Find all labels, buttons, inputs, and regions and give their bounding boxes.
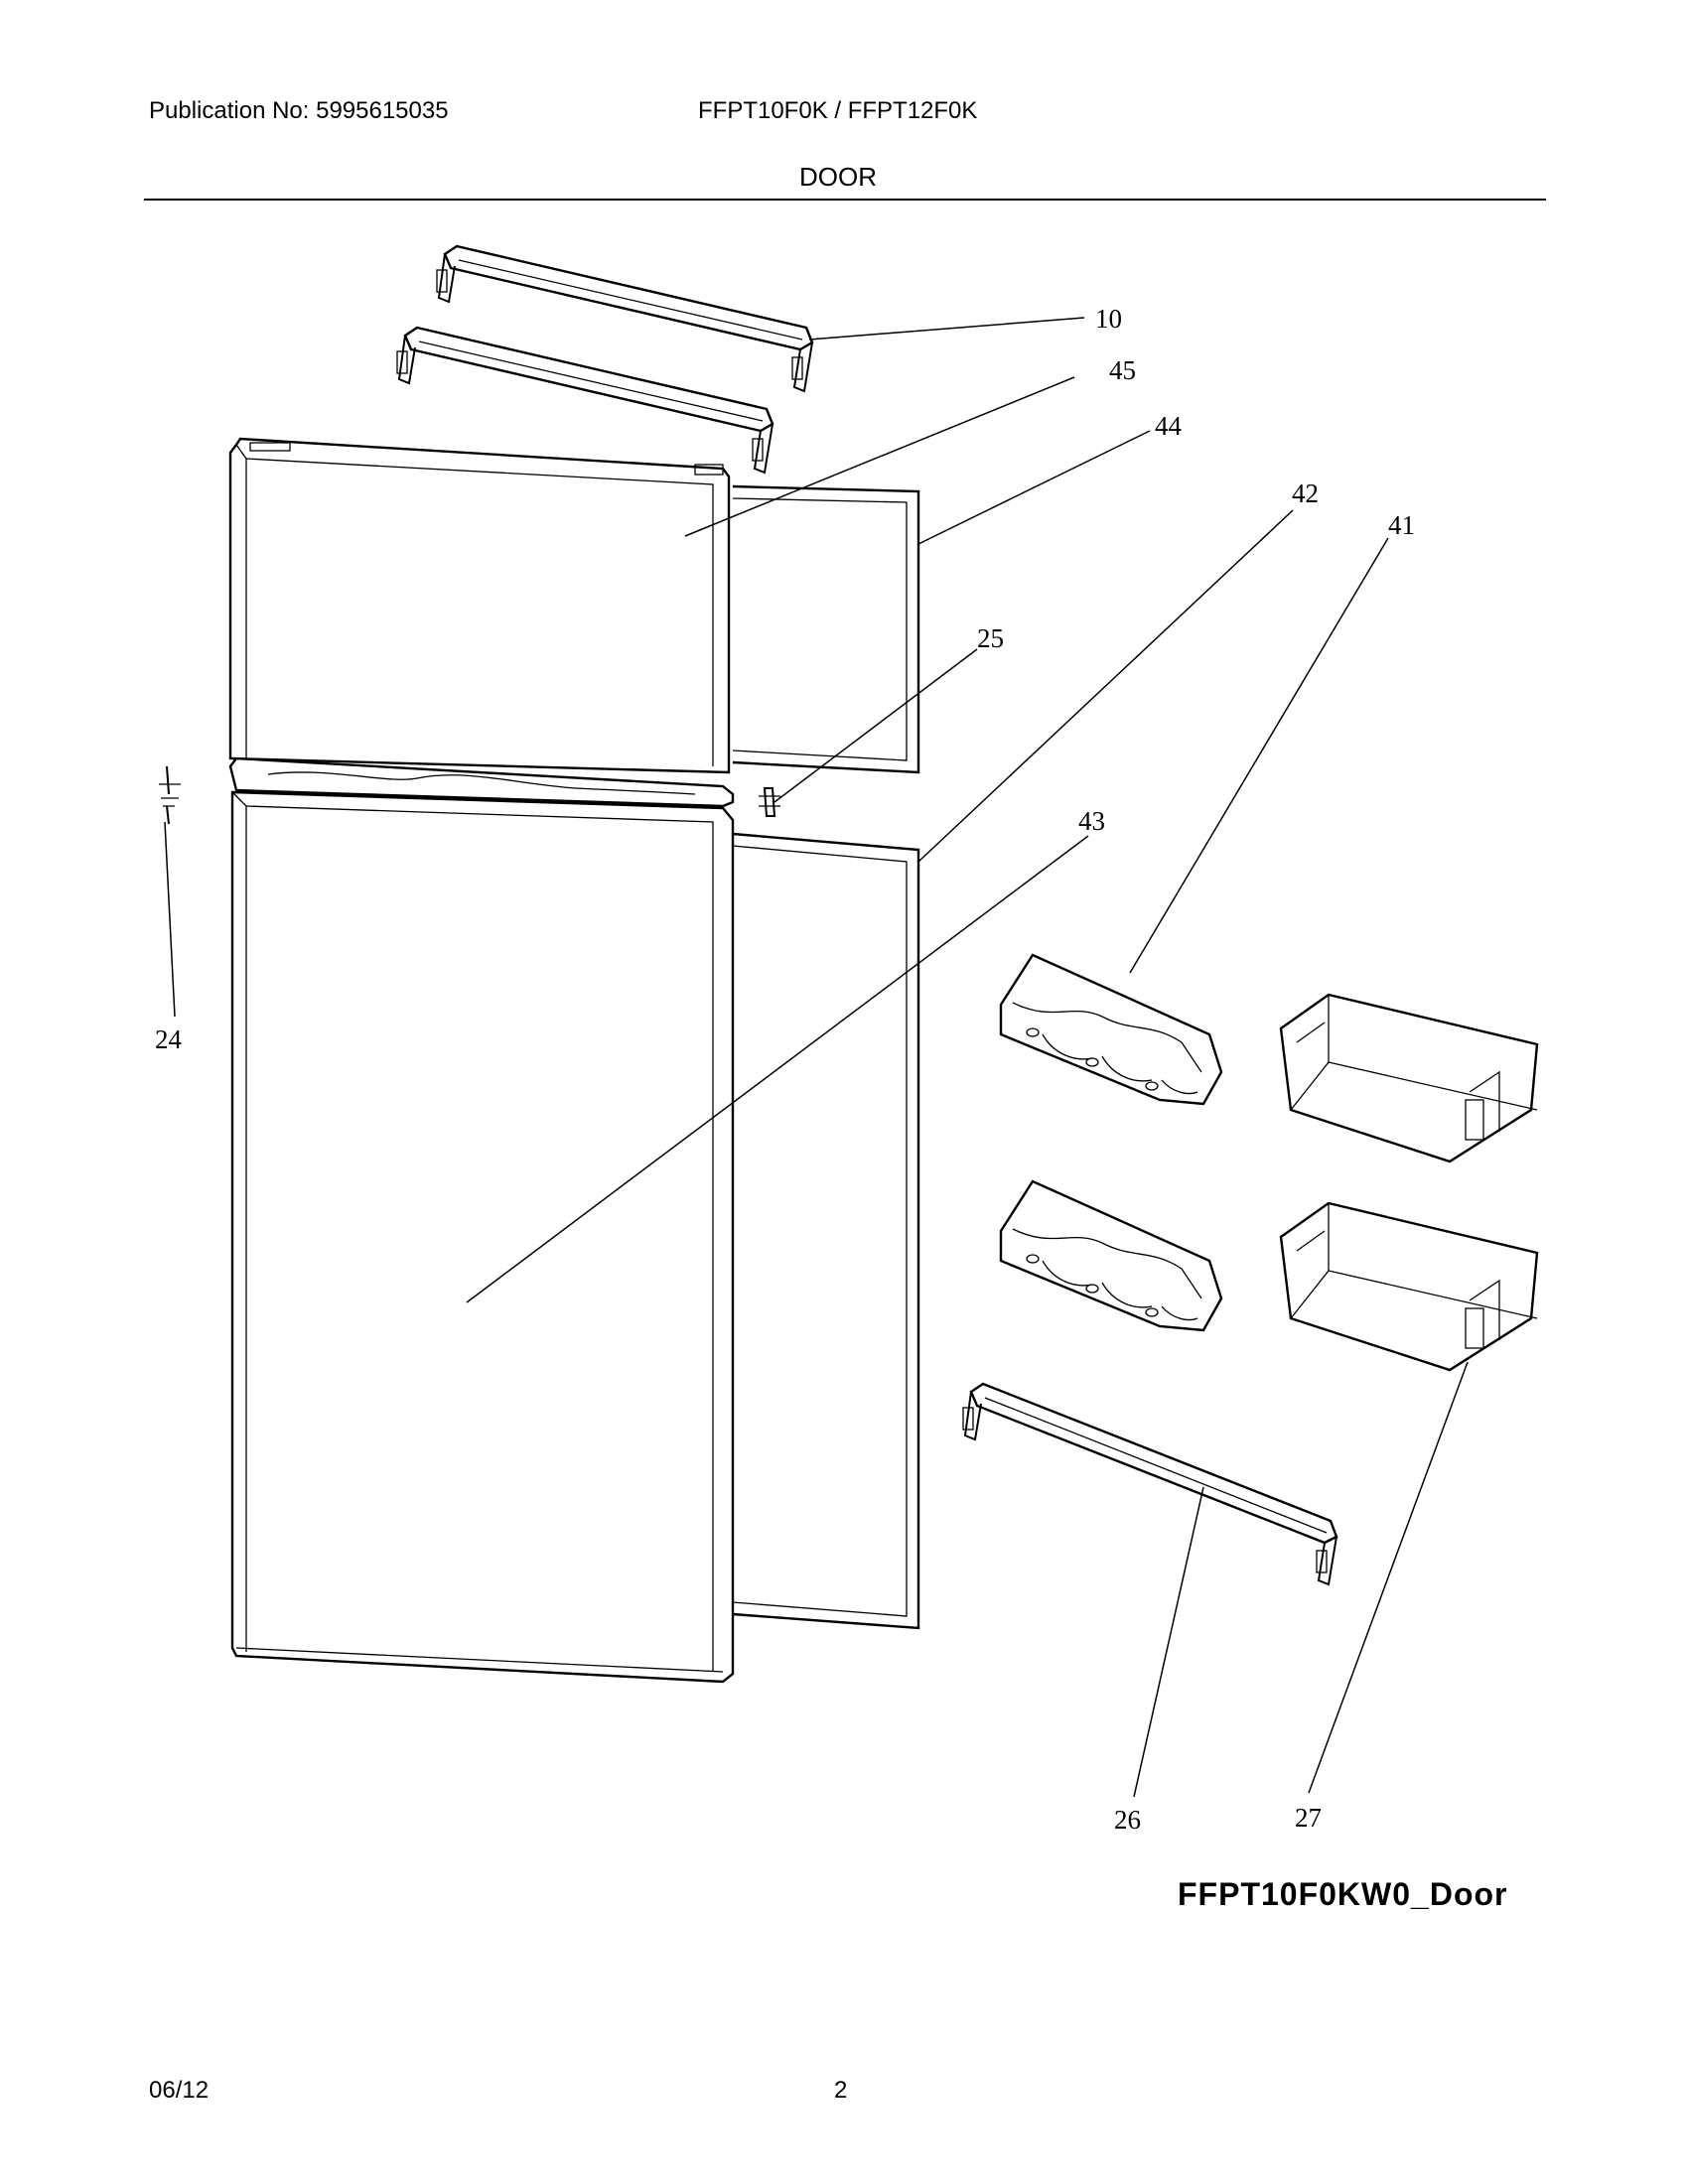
door-shelf-bar-freezer [396,326,774,475]
callout-42: 42 [1292,478,1319,508]
fresh-food-door [228,756,735,1684]
callout-26: 26 [1114,1805,1141,1835]
leader-44 [917,430,1151,545]
door-bin-upper [1279,993,1539,1163]
publication-number: Publication No: 5995615035 [149,97,449,124]
fresh-food-door-gasket [732,832,920,1630]
header-rule [144,199,1546,201]
callout-27: 27 [1295,1803,1322,1833]
model-numbers: FFPT10F0K / FFPT12F0K [698,97,978,124]
door-bin-tray-lower [999,1179,1223,1332]
center-hinge [759,787,780,817]
leader-24 [164,821,176,1018]
drawing-name: FFPT10F0KW0_Door [1178,1876,1508,1912]
door-shelf-bar-lower [962,1382,1338,1586]
door-shelf-bar-upper [436,244,814,393]
callout-10: 10 [1095,304,1122,334]
leader-41 [1129,537,1389,974]
door-bin-lower [1279,1201,1539,1372]
freezer-door-gasket [732,484,920,774]
callout-44: 44 [1155,411,1183,441]
leader-27 [1308,1361,1469,1794]
leader-lines [164,317,1469,1798]
leader-42 [917,509,1294,863]
door-bin-tray-upper [999,953,1223,1106]
leader-45 [684,376,1075,537]
callout-43: 43 [1078,806,1105,836]
callout-25: 25 [977,623,1004,653]
leader-10 [808,317,1085,341]
callout-41: 41 [1388,510,1415,540]
leader-26 [1133,1486,1204,1798]
freezer-door [228,437,731,774]
leader-43 [466,835,1089,1303]
hinge-screw-left [159,765,181,825]
leader-25 [774,648,978,803]
page-number: 2 [834,2077,848,2104]
footer-date: 06/12 [149,2077,210,2104]
callout-24: 24 [155,1024,183,1054]
callout-45: 45 [1109,355,1136,385]
section-title: DOOR [799,162,877,192]
